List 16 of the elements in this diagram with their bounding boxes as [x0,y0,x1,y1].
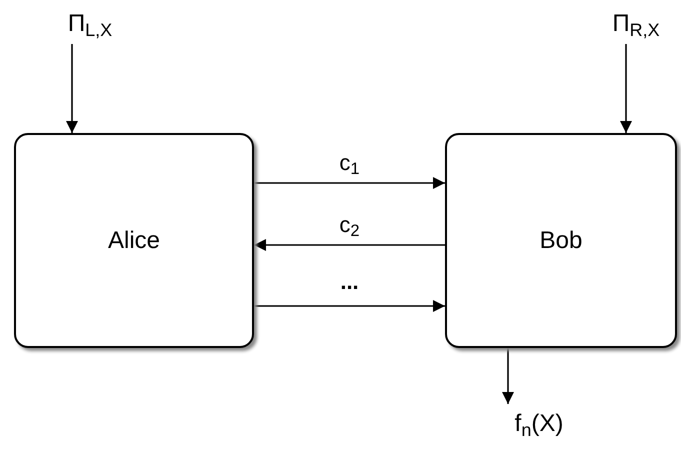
node-label: Π$_{R,X}$ [596,4,676,44]
box-label: Bob [540,226,582,256]
arrow [66,44,78,133]
arrow [620,44,632,133]
node-label: f$_{n}$(X) [494,404,584,444]
arrow [254,239,445,251]
edge-label: ... [340,268,359,296]
process-box [14,133,254,348]
arrow [502,348,514,404]
edge-label: c$_{1}$ [339,149,360,177]
arrow [254,177,445,189]
node-label: Π$_{L,X}$ [50,4,130,44]
edge-label: c$_{2}$ [339,211,360,239]
arrow [254,300,445,312]
process-box [445,133,677,348]
box-label: Alice [108,226,160,256]
